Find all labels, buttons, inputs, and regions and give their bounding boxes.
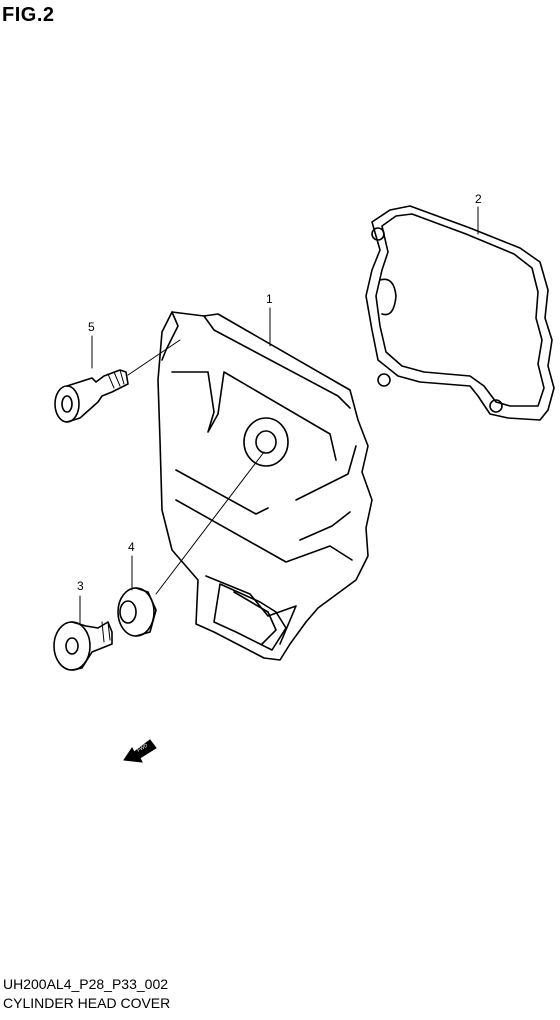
callout-4: 4 bbox=[128, 540, 135, 554]
shoulder-bolt[interactable] bbox=[54, 369, 129, 423]
sealing-washer[interactable] bbox=[117, 587, 157, 637]
callout-1: 1 bbox=[266, 292, 273, 306]
callout-3: 3 bbox=[77, 579, 84, 593]
cylinder-head-cover[interactable] bbox=[157, 311, 373, 661]
fwd-label: FWD bbox=[136, 742, 149, 753]
flange-bolt[interactable] bbox=[53, 621, 113, 671]
callout-2: 2 bbox=[475, 192, 482, 206]
head-cover-gasket[interactable] bbox=[365, 205, 555, 421]
callout-5: 5 bbox=[88, 320, 95, 334]
leader-lines bbox=[79, 206, 479, 625]
diagram-caption: CYLINDER HEAD COVER bbox=[3, 995, 171, 1011]
fwd-arrow-icon: FWD bbox=[123, 739, 157, 763]
diagram-code: UH200AL4_P28_P33_002 bbox=[3, 976, 169, 992]
figure-title: FIG.2 bbox=[2, 4, 55, 26]
